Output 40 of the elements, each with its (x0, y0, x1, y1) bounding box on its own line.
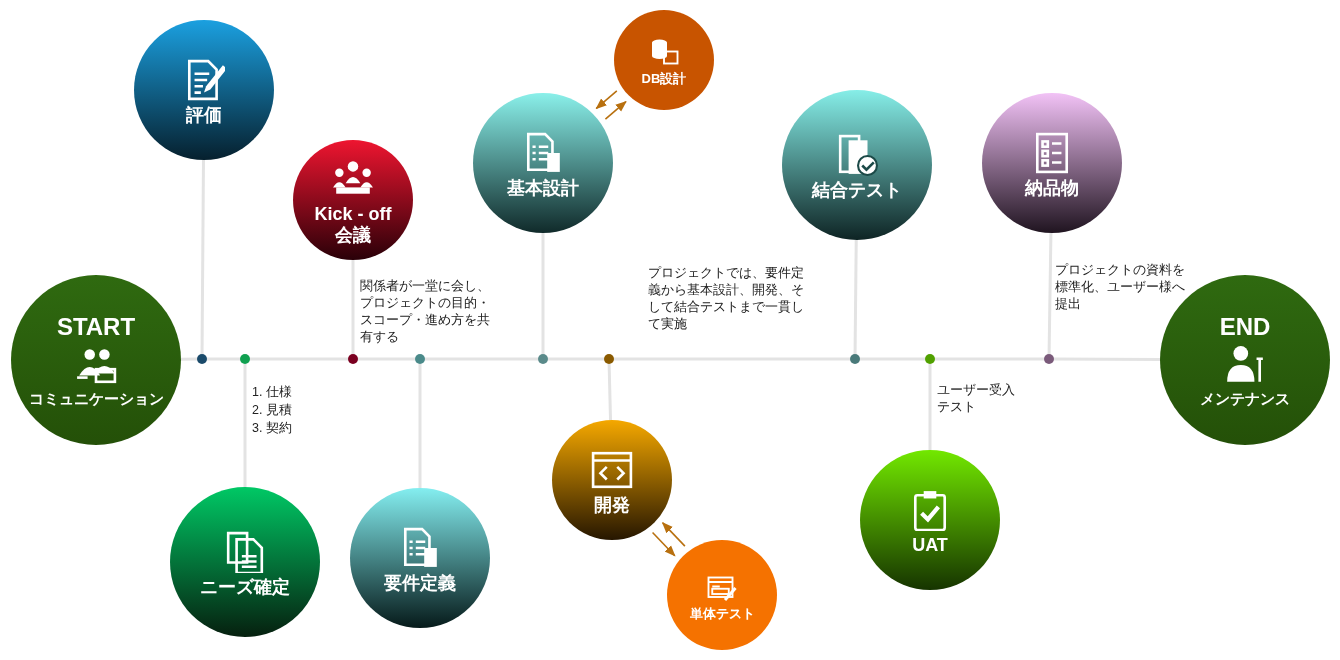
timeline-dot (348, 354, 358, 364)
arrow (595, 90, 618, 110)
stage-label: UAT (912, 534, 948, 556)
stage-label: END (1219, 312, 1271, 341)
stage-label: START (56, 312, 136, 341)
stage-label: 評価 (186, 104, 222, 126)
stage-label: ニーズ確定 (200, 576, 290, 598)
stage-label: 単体テスト (689, 606, 755, 622)
timeline-dot (604, 354, 614, 364)
stage-label: コミュニケーション (28, 390, 164, 408)
annotation-text: ユーザー受入テスト (937, 382, 1016, 416)
timeline-dot (240, 354, 250, 364)
connector-line (1054, 357, 1160, 362)
timeline-dot (925, 354, 935, 364)
annotation-text: プロジェクトの資料を標準化、ユーザー様へ提出 (1055, 262, 1186, 313)
timeline-dot (1044, 354, 1054, 364)
timeline-dot (197, 354, 207, 364)
stage-label: メンテナンス (1200, 390, 1290, 408)
annotation-text: 1. 仕様 (252, 384, 293, 401)
annotation-text: 2. 見積 (252, 402, 293, 419)
stage-label: Kick - off 会議 (313, 204, 393, 246)
annotation-text: 関係者が一堂に会し、プロジェクトの目的・スコープ・進め方を共有する (360, 278, 491, 346)
stage-label: 基本設計 (507, 177, 579, 199)
stage-label: DB設計 (641, 71, 687, 87)
timeline-dot (850, 354, 860, 364)
connector-line (853, 240, 858, 354)
stage-label: 納品物 (1025, 177, 1079, 199)
stage-label: 開発 (594, 494, 630, 516)
arrow (651, 531, 676, 557)
stage-label: 要件定義 (384, 572, 456, 594)
timeline-dot (415, 354, 425, 364)
annotation-text: 3. 契約 (252, 420, 293, 437)
connector-line (607, 363, 612, 421)
arrow (661, 522, 686, 547)
stage-label: 結合テスト (812, 179, 902, 201)
connector-line (200, 160, 205, 354)
arrow (604, 100, 627, 120)
connector-line (1047, 232, 1053, 355)
annotation-text: プロジェクトでは、要件定義から基本設計、開発、そして結合テストまで一貫して実施 (648, 265, 805, 333)
timeline-dot (538, 354, 548, 364)
